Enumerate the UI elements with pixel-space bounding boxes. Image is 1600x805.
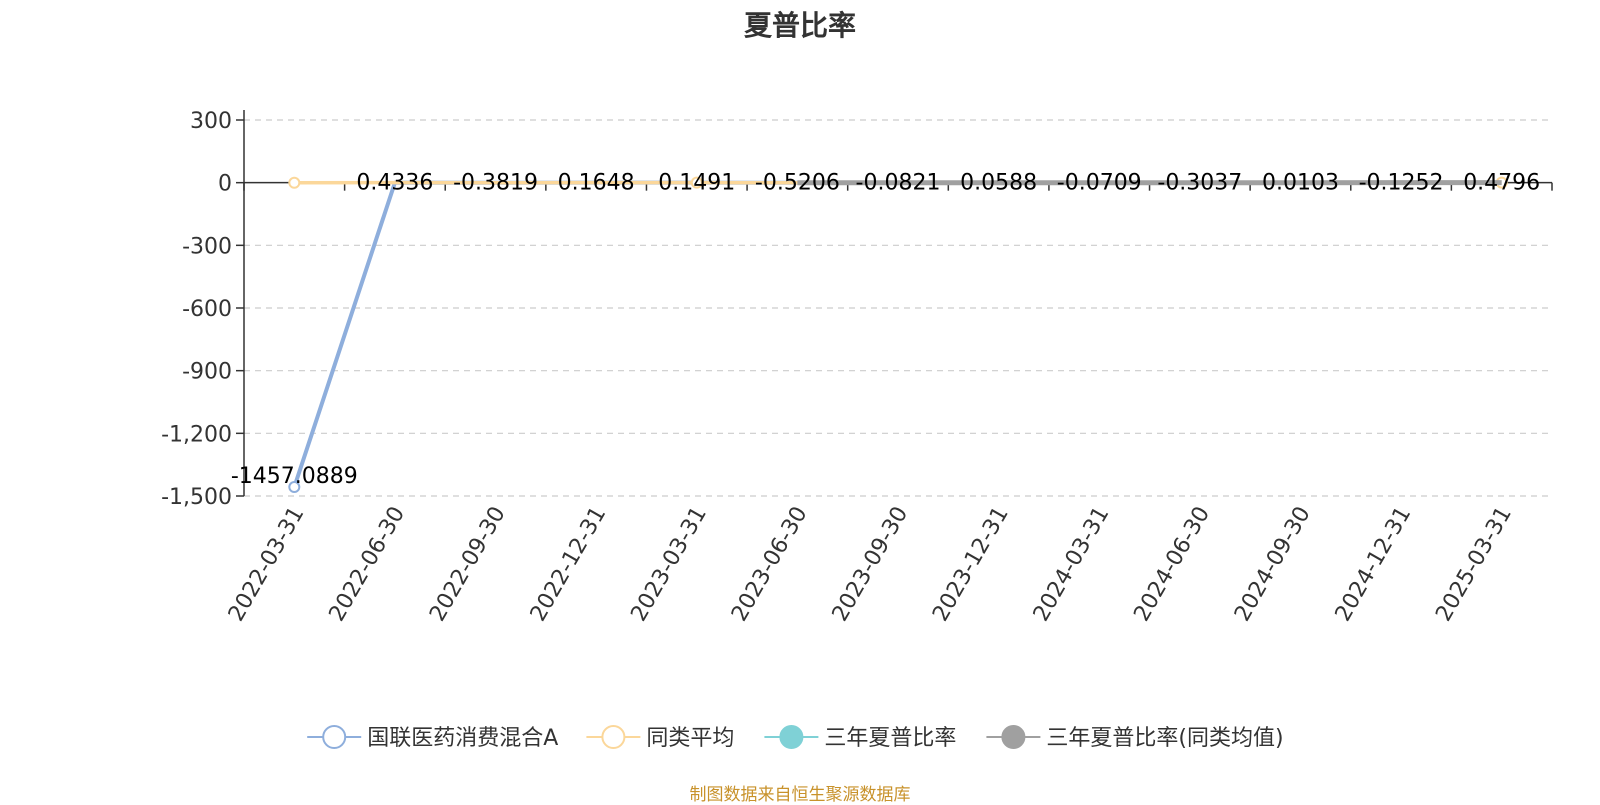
legend-label: 三年夏普比率(同类均值) <box>1046 726 1283 751</box>
x-tick-label: 2022-12-31 <box>526 503 612 626</box>
legend-item[interactable]: 国联医药消费混合A <box>307 726 558 751</box>
legend-label: 国联医药消费混合A <box>367 726 558 751</box>
legend-item[interactable]: 三年夏普比率(同类均值) <box>986 726 1283 751</box>
x-tick-label: 2023-09-30 <box>828 503 914 626</box>
y-tick-label: -900 <box>182 360 232 385</box>
legend-marker <box>1002 726 1024 748</box>
legend-label: 三年夏普比率 <box>824 726 956 751</box>
series-lines <box>289 178 1506 492</box>
data-label: -0.1252 <box>1359 171 1444 196</box>
legend-label: 同类平均 <box>646 726 734 751</box>
data-label: -0.5206 <box>755 171 840 196</box>
x-tick-label: 2024-06-30 <box>1129 503 1215 626</box>
data-label: -0.3819 <box>453 171 538 196</box>
series-point <box>289 178 299 188</box>
data-label: -0.0709 <box>1057 171 1142 196</box>
source-note: 制图数据来自恒生聚源数据库 <box>0 780 1600 805</box>
x-tick-label: 2022-06-30 <box>325 503 411 626</box>
legend-marker <box>602 726 624 748</box>
legend-marker <box>323 726 345 748</box>
data-label: 0.4796 <box>1463 171 1540 196</box>
legend-item[interactable]: 同类平均 <box>586 726 734 751</box>
x-tick-label: 2022-09-30 <box>425 503 511 626</box>
data-label: 0.1648 <box>558 171 635 196</box>
data-label: 0.4336 <box>356 171 433 196</box>
y-tick-label: -300 <box>182 234 232 259</box>
legend-item[interactable]: 三年夏普比率 <box>764 726 956 751</box>
y-tick-label: 0 <box>218 172 232 197</box>
x-tick-label: 2024-09-30 <box>1230 503 1316 626</box>
y-tick-label: -600 <box>182 297 232 322</box>
series-line <box>294 183 1501 487</box>
x-tick-label: 2024-03-31 <box>1029 503 1115 626</box>
x-tick-label: 2022-03-31 <box>224 503 310 626</box>
legend[interactable]: 国联医药消费混合A 同类平均 三年夏普比率 三年夏普比率(同类均值) <box>307 726 1283 751</box>
data-label: -0.3037 <box>1157 171 1242 196</box>
data-label: 0.0588 <box>960 171 1037 196</box>
x-tick-label: 2023-12-31 <box>928 503 1014 626</box>
x-tick-label: 2023-03-31 <box>626 503 712 626</box>
y-tick-label: -1,200 <box>161 422 232 447</box>
data-labels: -1457.0889 0.4336 -0.3819 0.1648 0.1491 -0.52… <box>231 171 1540 489</box>
x-tick-label: 2025-03-31 <box>1431 503 1517 626</box>
y-tick-label: 300 <box>190 109 232 134</box>
data-label: 0.0103 <box>1262 171 1339 196</box>
data-label: -1457.0889 <box>231 464 358 489</box>
x-tick-label: 2024-12-31 <box>1331 503 1417 626</box>
legend-marker <box>780 726 802 748</box>
x-tick-label: 2023-06-30 <box>727 503 813 626</box>
y-tick-label: -1,500 <box>161 485 232 510</box>
data-label: -0.0821 <box>856 171 941 196</box>
data-label: 0.1491 <box>658 171 735 196</box>
